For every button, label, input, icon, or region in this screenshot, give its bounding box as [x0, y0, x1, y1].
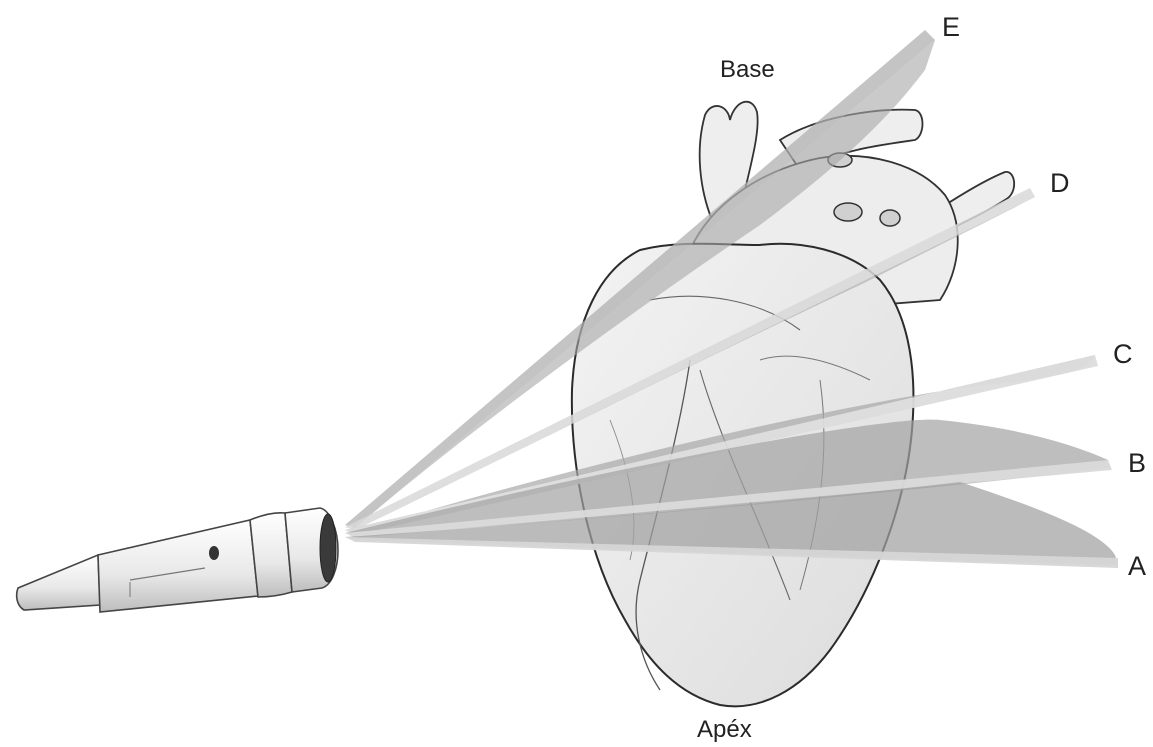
apex-label: Apéx	[697, 718, 752, 742]
plane-label-e: E	[942, 14, 960, 41]
ultrasound-probe-icon	[17, 508, 338, 612]
base-label: Base	[720, 58, 775, 82]
plane-label-b: B	[1128, 450, 1146, 477]
plane-label-c: C	[1113, 341, 1133, 368]
plane-label-d: D	[1050, 170, 1070, 197]
plane-label-a: A	[1128, 553, 1146, 580]
